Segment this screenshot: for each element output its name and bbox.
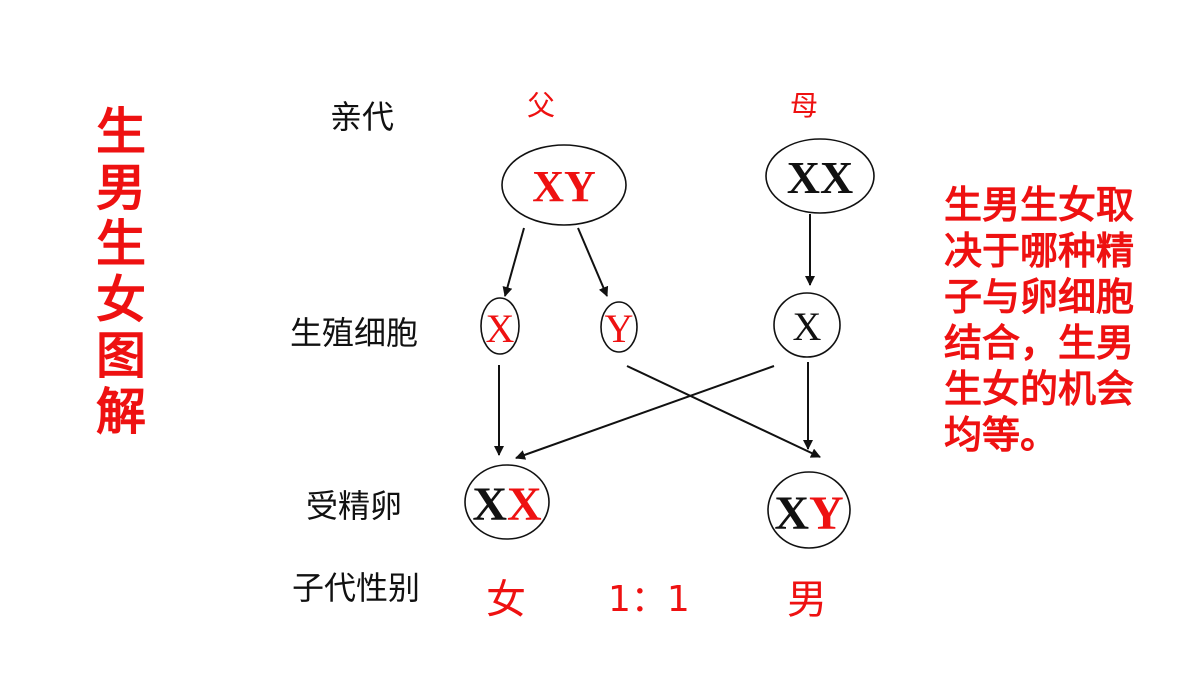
offspring-male-label: 男 bbox=[787, 577, 827, 623]
offspring-female-label: 女 bbox=[486, 577, 526, 623]
sperm-y-text: Y bbox=[605, 306, 634, 351]
diagram-title: 生男生女图解 bbox=[96, 103, 146, 441]
arrow-father-to-sperm-y bbox=[577, 227, 609, 297]
female-zygote-x-from-mother: X bbox=[507, 478, 542, 531]
mother-genotype-text: XX bbox=[787, 152, 853, 203]
arrow-sperm-y-to-male-zygote bbox=[626, 365, 821, 458]
mother-genotype-circle bbox=[765, 138, 875, 214]
arrow-father-to-sperm-x bbox=[502, 227, 525, 297]
explanation-note: 生男生女取决于哪种精子与卵细胞结合，生男生女的机会均等。 bbox=[944, 183, 1135, 457]
egg-x-circle bbox=[773, 292, 841, 358]
row-label-offspring-sex: 子代性别 bbox=[292, 569, 421, 607]
offspring-ratio: 1：1 bbox=[608, 579, 690, 620]
arrow-egg-to-female-zygote bbox=[515, 365, 775, 460]
male-zygote-y-from-father: Y bbox=[809, 487, 844, 540]
sperm-x-text: X bbox=[486, 306, 515, 351]
male-zygote-circle bbox=[767, 471, 851, 549]
row-label-gametes: 生殖细胞 bbox=[290, 314, 419, 352]
female-zygote-x-from-father: X bbox=[472, 478, 507, 531]
mother-label: 母 bbox=[790, 89, 819, 122]
male-zygote-text: XY bbox=[774, 487, 843, 540]
female-zygote-circle bbox=[464, 464, 550, 540]
female-zygote-text: XX bbox=[472, 478, 542, 531]
father-genotype-text: XY bbox=[532, 162, 596, 211]
sperm-x-circle bbox=[480, 297, 520, 355]
sperm-y-circle bbox=[600, 301, 638, 353]
male-zygote-x-from-mother: X bbox=[774, 487, 809, 540]
egg-x-text: X bbox=[793, 304, 822, 349]
row-label-parents: 亲代 bbox=[330, 98, 395, 136]
row-label-zygote: 受精卵 bbox=[306, 487, 403, 525]
father-label: 父 bbox=[527, 89, 556, 122]
father-genotype-circle bbox=[501, 144, 627, 226]
